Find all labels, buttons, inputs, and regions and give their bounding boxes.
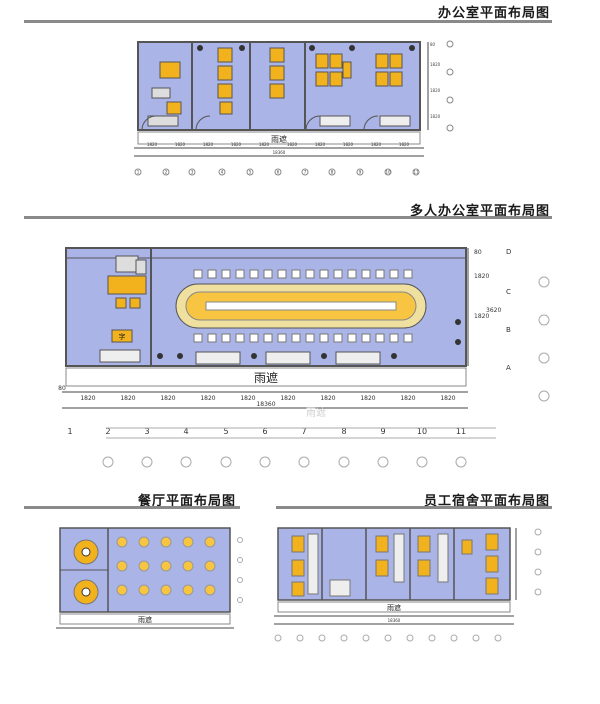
manager-sign-label: 字 (119, 332, 126, 341)
svg-text:10: 10 (417, 427, 427, 436)
office-title-rule (24, 20, 552, 23)
svg-text:6: 6 (277, 170, 280, 175)
svg-text:1820: 1820 (400, 395, 415, 402)
svg-text:1820: 1820 (287, 142, 298, 147)
svg-text:5: 5 (223, 427, 228, 436)
svg-text:80: 80 (430, 42, 436, 47)
svg-text:B: B (506, 326, 511, 334)
svg-text:11: 11 (413, 170, 419, 175)
multi-office-title-rule (24, 216, 552, 219)
multi-office-floor-plan: 字 雨遮 80 1820 1820 1820 1820 1820 1820 1820 1820… (58, 247, 550, 468)
svg-text:1820: 1820 (474, 273, 489, 280)
svg-text:2: 2 (105, 427, 110, 436)
svg-text:1820: 1820 (175, 142, 186, 147)
svg-text:3: 3 (144, 427, 149, 436)
svg-text:3: 3 (191, 170, 194, 175)
svg-text:2: 2 (165, 170, 168, 175)
svg-text:1820: 1820 (360, 395, 375, 402)
svg-text:3620: 3620 (486, 307, 501, 314)
office-total-dim: 18360 (273, 150, 286, 155)
multi-office-canopy-label: 雨遮 (254, 370, 278, 385)
svg-text:1820: 1820 (147, 142, 158, 147)
svg-text:1820: 1820 (440, 395, 455, 402)
svg-text:7: 7 (301, 427, 306, 436)
svg-text:4: 4 (183, 427, 188, 436)
svg-text:1820: 1820 (80, 395, 95, 402)
svg-text:D: D (506, 248, 511, 256)
svg-text:1820: 1820 (371, 142, 382, 147)
svg-text:80: 80 (474, 249, 482, 256)
multi-office-section-title: 多人办公室平面布局图 (409, 204, 550, 219)
svg-text:1820: 1820 (200, 395, 215, 402)
office-canopy-label: 雨遮 (271, 134, 287, 144)
svg-text:1820: 1820 (430, 62, 441, 67)
dorm-title-rule (276, 506, 552, 509)
office-section-title: 办公室平面布局图 (437, 6, 550, 21)
dorm-section-title: 员工宿舍平面布局图 (423, 494, 550, 509)
svg-text:1: 1 (137, 170, 140, 175)
svg-text:6: 6 (262, 427, 267, 436)
svg-text:1820: 1820 (474, 313, 489, 320)
canteen-canopy-label: 雨遮 (138, 615, 152, 624)
canteen-section-title: 餐厅平面布局图 (138, 494, 237, 509)
svg-text:80: 80 (58, 385, 66, 392)
dorm-floor-plan: 雨遮 18360 (274, 527, 542, 642)
svg-text:7: 7 (304, 170, 307, 175)
svg-text:8: 8 (331, 170, 334, 175)
svg-text:1: 1 (67, 427, 72, 436)
dorm-canopy-label: 雨遮 (387, 603, 401, 612)
svg-text:1820: 1820 (240, 395, 255, 402)
svg-text:1820: 1820 (399, 142, 410, 147)
svg-text:1820: 1820 (160, 395, 175, 402)
svg-text:1820: 1820 (430, 114, 441, 119)
svg-text:1820: 1820 (280, 395, 295, 402)
dorm-total-dim: 18360 (388, 618, 401, 623)
svg-text:1820: 1820 (203, 142, 214, 147)
svg-text:1820: 1820 (120, 395, 135, 402)
svg-text:10: 10 (385, 170, 391, 175)
svg-text:1820: 1820 (430, 88, 441, 93)
svg-text:1820: 1820 (320, 395, 335, 402)
svg-text:A: A (506, 364, 511, 372)
canteen-title-rule (24, 506, 240, 509)
svg-text:C: C (506, 288, 511, 296)
svg-text:4: 4 (221, 170, 224, 175)
svg-text:1820: 1820 (343, 142, 354, 147)
svg-text:9: 9 (380, 427, 385, 436)
svg-text:1820: 1820 (315, 142, 326, 147)
svg-text:8: 8 (341, 427, 346, 436)
svg-text:5: 5 (249, 170, 252, 175)
svg-text:1820: 1820 (231, 142, 242, 147)
office-floor-plan: 雨遮 1820 1820 1820 1820 1820 1820 1820 18… (134, 40, 454, 176)
svg-text:11: 11 (456, 427, 466, 436)
multi-office-ghost-label: 雨遮 (306, 406, 326, 419)
svg-text:1820: 1820 (259, 142, 270, 147)
multi-office-total-dim: 18360 (256, 401, 275, 408)
svg-text:9: 9 (359, 170, 362, 175)
canteen-floor-plan: 雨遮 (56, 527, 243, 629)
